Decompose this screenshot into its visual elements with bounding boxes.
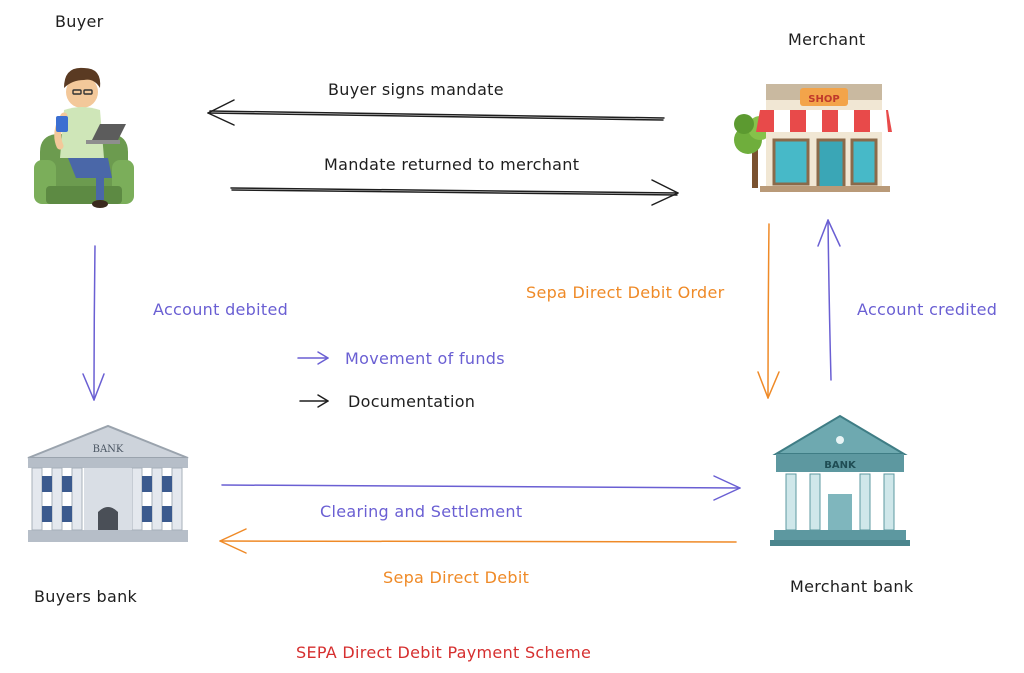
buyer-signs-mandate-label: Buyer signs mandate [328, 80, 504, 99]
account-credited-label: Account credited [857, 300, 998, 319]
legend-funds-arrow [297, 351, 329, 365]
legend-documentation-label: Documentation [348, 392, 476, 411]
arrow-sdd-order [757, 223, 780, 399]
shop-sign-text: SHOP [808, 94, 839, 105]
sdd-order-label: Sepa Direct Debit Order [526, 283, 725, 302]
buyer-label: Buyer [55, 12, 104, 31]
arrow-clearing-settlement [221, 475, 741, 501]
legend-documentation-arrow [299, 394, 329, 408]
merchant-bank-illustration [770, 414, 910, 546]
clearing-settlement-label: Clearing and Settlement [320, 502, 523, 521]
mandate-returned-label: Mandate returned to merchant [324, 155, 580, 174]
arrow-sepa-direct-debit [219, 528, 737, 554]
arrow-account-debited [82, 245, 105, 401]
shop-illustration [734, 84, 892, 192]
sepa-direct-debit-label: Sepa Direct Debit [383, 568, 530, 587]
diagram-caption: SEPA Direct Debit Payment Scheme [296, 643, 592, 662]
account-debited-label: Account debited [153, 300, 289, 319]
buyers-bank-label: Buyers bank [34, 587, 138, 606]
merchant-bank-sign-text: BANK [824, 460, 857, 471]
arrow-mandate-returned [230, 179, 679, 206]
buyers-bank-sign-text: BANK [93, 444, 124, 455]
buyer-illustration [34, 67, 134, 208]
legend-funds-label: Movement of funds [345, 349, 505, 368]
merchant-label: Merchant [788, 30, 866, 49]
buyers-bank-illustration [27, 424, 189, 542]
arrow-account-credited [817, 219, 841, 381]
arrow-buyer-signs-mandate [207, 99, 665, 126]
merchant-bank-label: Merchant bank [790, 577, 914, 596]
